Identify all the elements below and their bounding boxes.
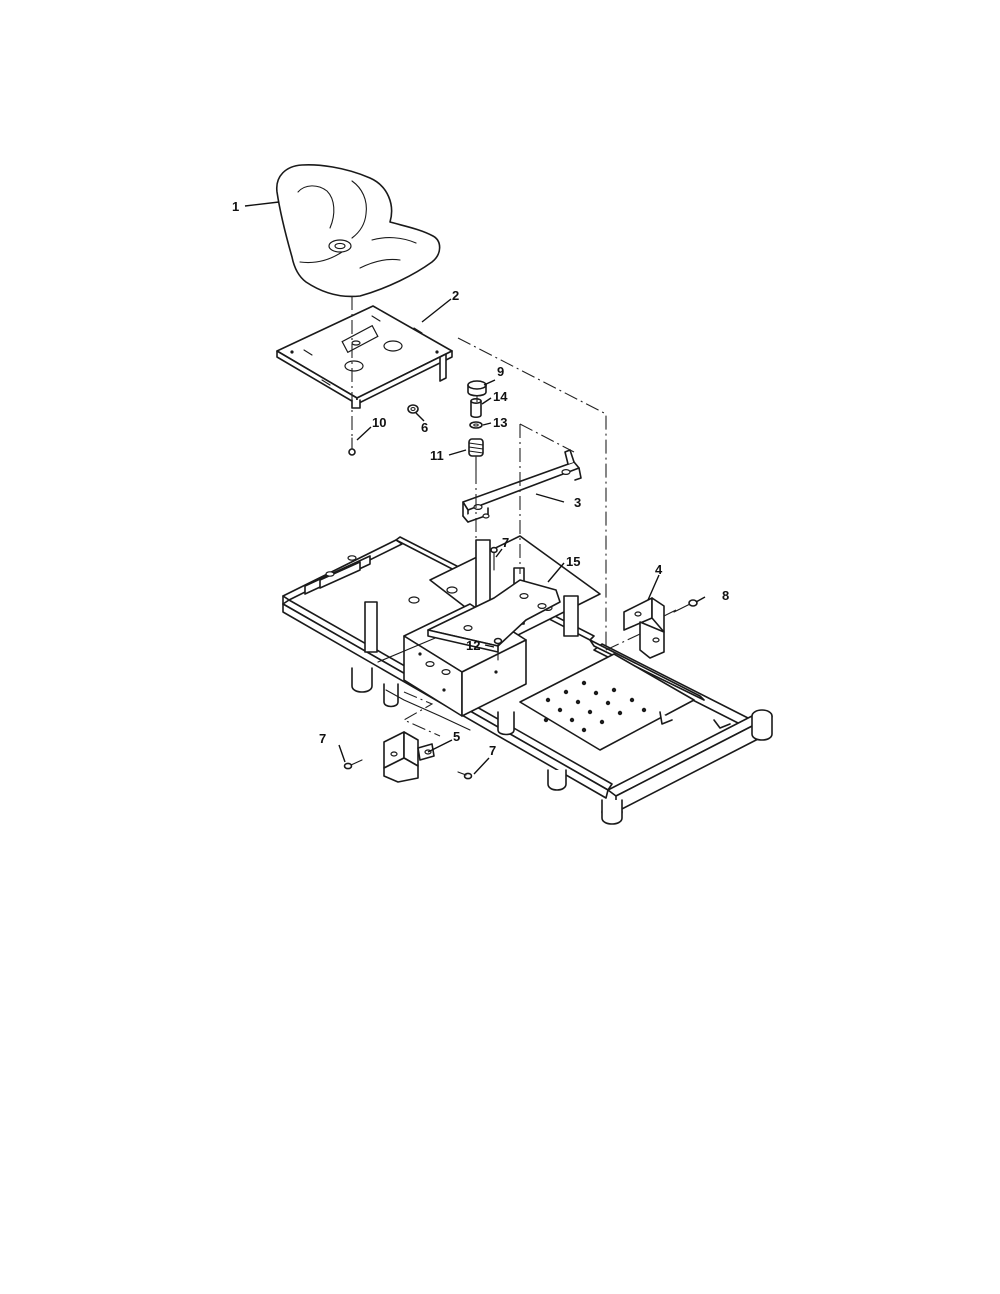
callout-15: 15 [566, 554, 580, 569]
callout-10: 10 [372, 415, 386, 430]
bracket-5 [383, 731, 435, 783]
spring-11 [468, 438, 484, 471]
foot-plate-holes [543, 680, 647, 733]
washer-13 [469, 421, 483, 429]
assembly-lines [351, 296, 677, 737]
callout-11: 11 [430, 448, 444, 463]
seat-pan [276, 305, 453, 409]
callout-7a: 7 [319, 731, 326, 746]
bolt-7-right [457, 771, 473, 780]
callout-1: 1 [232, 199, 239, 214]
bracket-4 [623, 597, 665, 659]
callout-14: 14 [493, 389, 508, 404]
callout-8: 8 [722, 588, 729, 603]
chassis-frame [282, 535, 773, 825]
callout-leaders [244, 201, 706, 775]
callout-7b: 7 [502, 535, 509, 550]
callout-12: 12 [466, 638, 480, 653]
bolt-7-left [343, 759, 363, 770]
callout-6: 6 [421, 420, 428, 435]
bolt-12 [493, 637, 503, 661]
callout-9: 9 [497, 364, 504, 379]
callout-7c: 7 [489, 743, 496, 758]
callout-2: 2 [452, 288, 459, 303]
callout-13: 13 [493, 415, 507, 430]
spacer-14 [470, 397, 482, 419]
seat-rail-3 [462, 449, 582, 523]
callout-4: 4 [655, 562, 663, 577]
bolt-7-upper [490, 546, 498, 571]
bolt-10 [348, 437, 356, 456]
bolt-8 [673, 599, 698, 613]
callout-labels: 1 2 3 4 5 6 7 7 7 8 9 10 11 12 13 14 15 [232, 199, 729, 758]
callout-3: 3 [574, 495, 581, 510]
nut-6 [407, 404, 419, 414]
callout-5: 5 [453, 729, 460, 744]
cap-9 [467, 380, 487, 397]
seat [276, 164, 441, 298]
